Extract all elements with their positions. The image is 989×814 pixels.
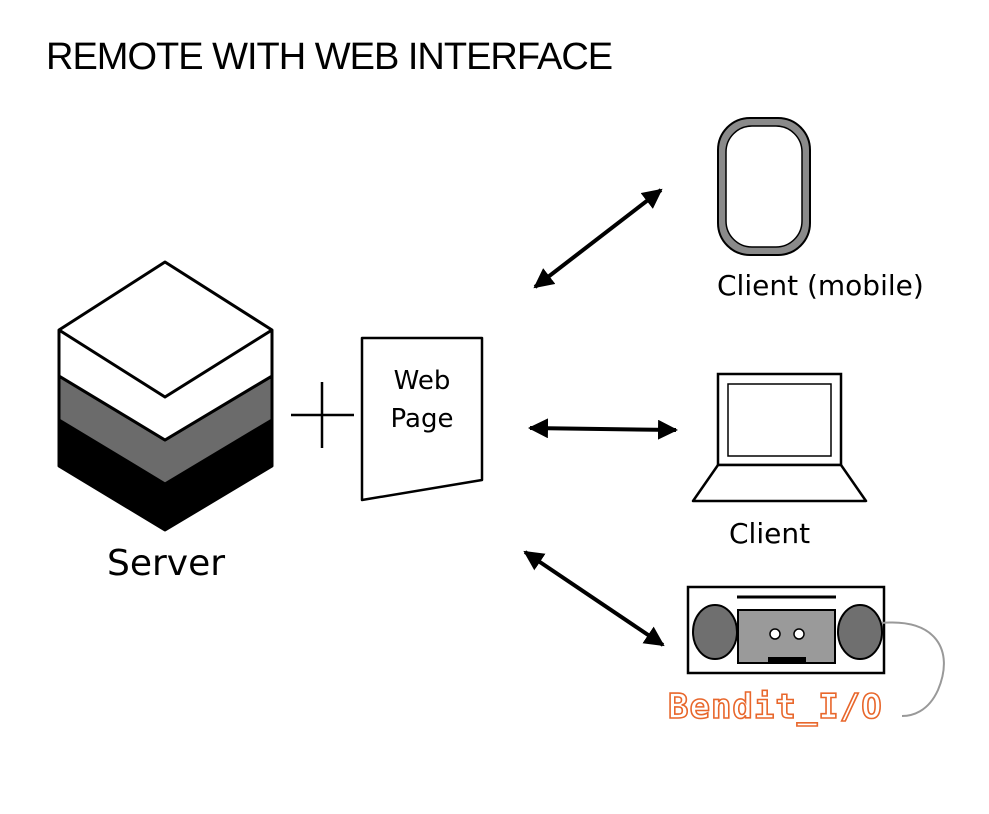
mobile-phone-icon — [717, 117, 811, 256]
arrow-to-laptop — [528, 418, 678, 440]
mobile-client-label: Client (mobile) — [717, 269, 924, 302]
server-icon — [57, 260, 274, 532]
cable-line — [881, 621, 945, 717]
plus-icon — [291, 382, 354, 448]
arrow-to-boombox — [523, 550, 665, 647]
speaker-right — [837, 604, 883, 660]
laptop-icon — [691, 372, 868, 503]
page-title: REMOTE WITH WEB INTERFACE — [46, 36, 613, 78]
laptop-client-label: Client — [729, 517, 811, 550]
web-page-label: Web Page — [370, 362, 474, 438]
arrow-to-mobile — [533, 188, 663, 289]
boombox-icon — [686, 585, 945, 717]
server-label: Server — [107, 543, 226, 584]
web-page-line2: Page — [390, 404, 454, 434]
speaker-left — [692, 604, 738, 660]
cassette-deck — [737, 609, 836, 664]
web-page-icon — [360, 336, 484, 502]
web-page-line1: Web — [393, 366, 451, 396]
bendit-logo-text: Bendit_I/O — [667, 687, 883, 727]
